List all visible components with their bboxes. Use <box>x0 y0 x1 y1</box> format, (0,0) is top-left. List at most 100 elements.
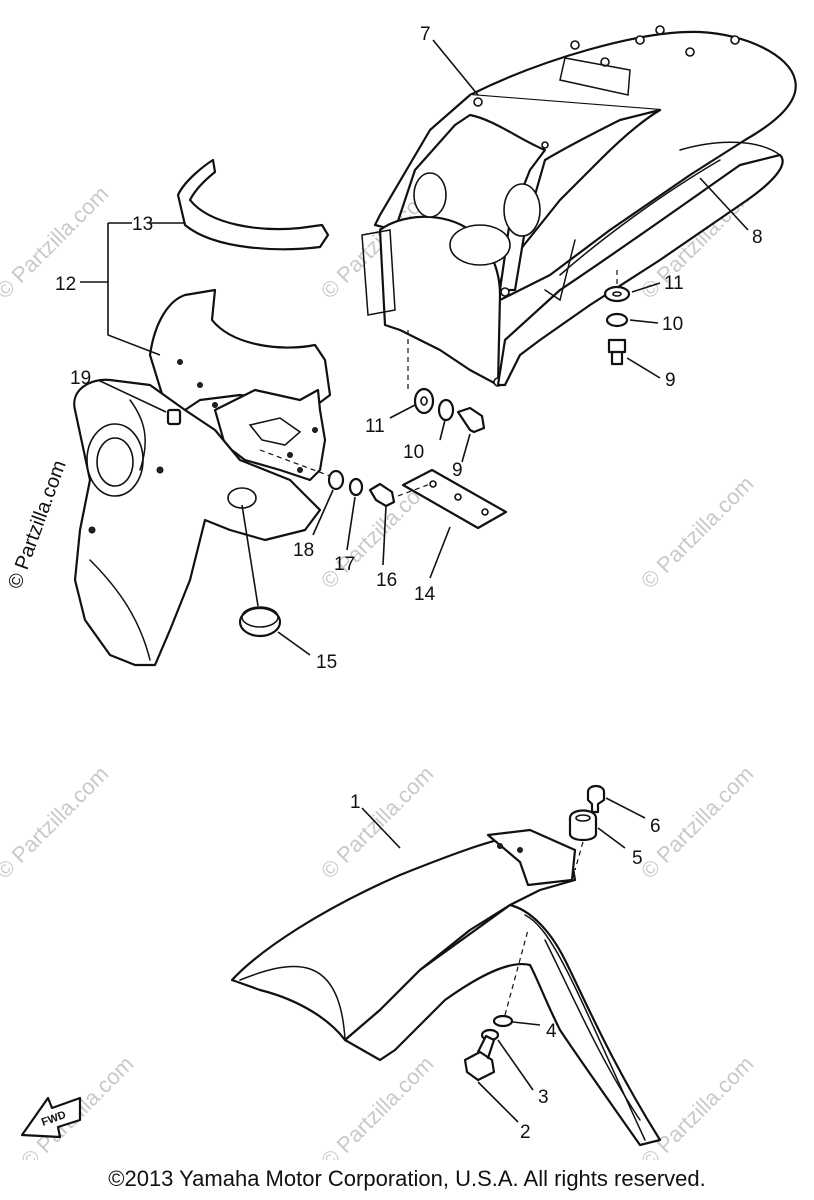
callout-11-right: 11 <box>664 273 684 294</box>
guide-line <box>504 929 529 1016</box>
callout-11-left: 11 <box>365 416 385 437</box>
battery-box-assembly <box>73 158 332 667</box>
rear-fender-opening <box>449 224 511 266</box>
callout-16: 16 <box>376 570 397 591</box>
rear-fender-edge-line <box>559 159 721 276</box>
bolt-2 <box>463 1034 496 1082</box>
callout-10-left: 10 <box>403 442 424 463</box>
mudguard-rivet <box>212 402 218 408</box>
grommet-15-rim <box>241 606 279 628</box>
mudguard-rivet <box>177 359 183 365</box>
plate-14-hole <box>481 508 489 516</box>
washer-4 <box>492 1014 514 1028</box>
bolt-hole <box>570 40 580 50</box>
callout-6: 6 <box>650 816 661 837</box>
watermark: © Partzilla.com <box>636 471 759 594</box>
front-fender-bracket <box>486 828 577 887</box>
fwd-arrow: FWD <box>20 1096 82 1139</box>
rear-fender-body <box>468 30 797 302</box>
watermark: © Partzilla.com <box>636 1051 759 1160</box>
inner-fender-lip <box>544 239 576 302</box>
rear-fender-bracket <box>559 57 631 96</box>
plate-14-hole <box>429 480 437 488</box>
inner-fender <box>496 141 784 387</box>
bolt-hole <box>500 287 510 297</box>
callout-9-left: 9 <box>452 460 463 481</box>
bolt-hole <box>635 35 645 45</box>
watermark: © Partzilla.com <box>316 1051 439 1160</box>
leader-10-right <box>629 319 659 324</box>
mudguard-tube-inner <box>96 437 134 487</box>
front-fender-hardware <box>463 784 606 1082</box>
mudguard-rib <box>129 399 146 471</box>
rear-fender-opening <box>503 183 541 237</box>
front-fender-body <box>230 833 577 1042</box>
callout-17: 17 <box>334 554 355 575</box>
callout-19: 19 <box>70 368 91 389</box>
front-fender-edge-line <box>239 965 346 1041</box>
leader-11-left <box>389 404 416 419</box>
side-watermark: © Partzilla.com <box>4 458 71 592</box>
guide-line <box>397 483 431 497</box>
callout-10-right: 10 <box>662 314 683 335</box>
plate-14-hole <box>454 493 462 501</box>
inner-fender-lip <box>679 141 781 156</box>
watermark: © Partzilla.com <box>0 761 113 884</box>
guide-line <box>259 449 331 477</box>
bolt-hole <box>655 25 665 35</box>
leader-18 <box>312 489 334 536</box>
callout-12: 12 <box>55 274 76 295</box>
rear-fender-hardware <box>407 270 631 434</box>
leader-12 <box>80 281 161 356</box>
leader-3 <box>497 1039 534 1091</box>
plate-14-assembly <box>238 449 508 638</box>
washer-11-right-hole <box>612 291 622 297</box>
callout-13: 13 <box>132 214 153 235</box>
screw-16 <box>368 482 396 508</box>
diagram-canvas: © Partzilla.com © Partzilla.com © Partzi… <box>0 24 797 1160</box>
callout-15: 15 <box>316 652 337 673</box>
front-fender-rivet <box>517 847 523 853</box>
grommet-5-hole <box>575 814 591 822</box>
leader-4 <box>512 1021 541 1026</box>
leader-8 <box>699 177 749 231</box>
lock-washer-17 <box>348 477 364 497</box>
mudguard-plate-cutout <box>248 417 302 446</box>
mudguard-upper <box>148 288 332 422</box>
bolt-9-left <box>456 406 486 434</box>
mudguard-rivet <box>312 427 318 433</box>
collar-6 <box>586 784 606 814</box>
battery-band <box>176 158 330 251</box>
clip-19 <box>166 408 182 426</box>
leader-2 <box>477 1081 519 1123</box>
callout-9-right: 9 <box>665 370 676 391</box>
mudguard-rib <box>89 559 151 661</box>
rear-fender <box>361 25 797 387</box>
rear-fender-mount-plate <box>361 229 396 316</box>
callout-7: 7 <box>420 24 431 45</box>
callout-14: 14 <box>414 584 436 605</box>
bolt-hole <box>685 47 695 57</box>
leader-6 <box>605 797 646 819</box>
mudguard-rivet <box>88 526 96 534</box>
leader-9-right <box>626 357 661 379</box>
leader-17 <box>346 496 356 551</box>
leader-14 <box>429 526 451 579</box>
leader-15 <box>277 631 311 656</box>
front-fender <box>230 828 662 1147</box>
plate-14 <box>401 468 508 530</box>
fwd-arrow-shape <box>20 1096 82 1139</box>
leader-5 <box>597 827 626 849</box>
leader-7 <box>432 39 479 96</box>
mudguard-rivet <box>297 467 303 473</box>
leader-1 <box>361 807 401 849</box>
bolt-9-right <box>607 338 627 366</box>
leader-19 <box>97 379 167 413</box>
leader-10-left <box>439 419 446 441</box>
bolt-hole <box>730 35 740 45</box>
lock-washer-10-left <box>437 398 455 422</box>
mudguard-rivet <box>287 452 293 458</box>
front-fender-rear <box>343 903 662 1147</box>
grommet-15 <box>238 606 282 638</box>
bolt-hole <box>473 97 483 107</box>
